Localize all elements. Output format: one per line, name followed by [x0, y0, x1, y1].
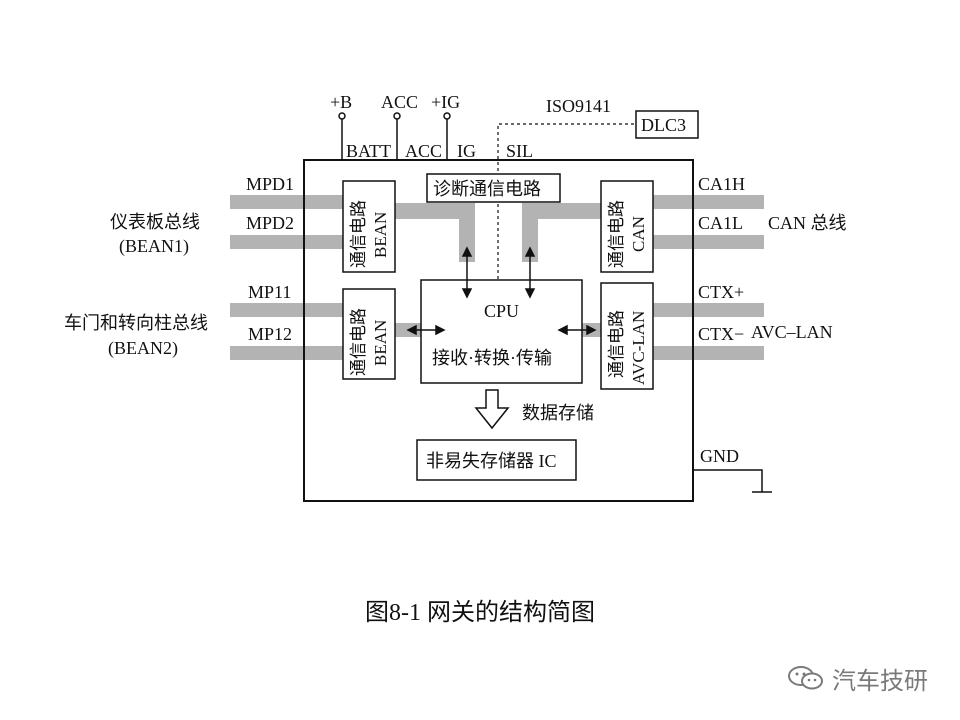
nvm-ic-box: [416, 439, 577, 481]
label-bean2-cn: 车门和转向柱总线: [64, 313, 208, 333]
bus-band-ca1h: [636, 195, 764, 209]
label-can-bus: CAN 总线: [768, 213, 847, 233]
comm-right-bottom-en: AVC-LAN: [629, 311, 648, 385]
iso-dashed-line: [497, 123, 636, 279]
data-storage-arrow-icon: [474, 389, 510, 430]
label-ctx-minus: CTX−: [698, 324, 744, 344]
ground-icon: [693, 469, 772, 493]
label-mpd2: MPD2: [246, 213, 294, 233]
label-bean1-cn: 仪表板总线: [110, 212, 200, 232]
figure-caption: 图8-1 网关的结构简图: [365, 600, 595, 626]
label-ctx-plus: CTX+: [698, 282, 744, 302]
label-bean1-en: (BEAN1): [119, 236, 189, 257]
bus-band-ctxp: [636, 303, 764, 317]
bus-band-ca1l: [636, 235, 764, 249]
label-iso9141: ISO9141: [546, 96, 611, 116]
label-plus-ig: +IG: [431, 92, 460, 112]
watermark-text: 汽车技研: [832, 666, 928, 695]
comm-left-top-cn: 通信电路: [349, 200, 368, 268]
comm-circuit-left-bottom: [342, 288, 396, 380]
label-bean2-en: (BEAN2): [108, 338, 178, 359]
wechat-icon: [788, 666, 823, 690]
label-gnd: GND: [700, 446, 739, 466]
label-avc-lan: AVC–LAN: [751, 322, 833, 342]
label-mp11: MP11: [248, 282, 291, 302]
bus-band-mpd2: [230, 235, 343, 249]
comm-left-bottom-cn: 通信电路: [349, 308, 368, 376]
comm-left-bottom-en: BEAN: [371, 320, 390, 366]
comm-circuit-right-top: [600, 180, 654, 273]
comm-circuit-right-bottom: [600, 282, 654, 390]
label-acc-top: ACC: [381, 92, 418, 112]
comm-left-top-en: BEAN: [371, 212, 390, 258]
label-acc-inner: ACC: [405, 141, 442, 161]
nvm-ic-label: 非易失存储器 IC: [426, 451, 557, 471]
label-mp12: MP12: [248, 324, 292, 344]
dlc3-label: DLC3: [641, 115, 686, 135]
dlc3-box: [635, 110, 699, 139]
power-terminals: [338, 112, 451, 160]
label-plus-b: +B: [330, 92, 352, 112]
bus-band-ctxm: [636, 346, 764, 360]
comm-right-top-en: CAN: [629, 216, 648, 252]
gateway-frame: [303, 159, 694, 502]
diagnosis-circuit-box: [426, 173, 561, 203]
terminal-ig-icon: [443, 112, 451, 120]
bus-band-mp12: [230, 346, 343, 360]
terminal-acc-icon: [393, 112, 401, 120]
label-sil: SIL: [506, 141, 533, 161]
bus-band-mpd1: [230, 195, 343, 209]
path-left-top: [395, 203, 475, 262]
label-mpd1: MPD1: [246, 174, 294, 194]
terminal-b-icon: [338, 112, 346, 120]
label-ca1l: CA1L: [698, 213, 743, 233]
bus-bands: [230, 195, 764, 360]
data-storage-label: 数据存储: [522, 403, 594, 423]
label-ca1h: CA1H: [698, 174, 745, 194]
cpu-title: CPU: [484, 301, 519, 321]
watermark: 汽车技研: [786, 660, 928, 696]
path-right-top: [522, 203, 601, 262]
bus-band-mp11: [230, 303, 343, 317]
diagnosis-circuit-label: 诊断通信电路: [433, 179, 541, 199]
label-batt: BATT: [346, 141, 391, 161]
comm-right-top-cn: 通信电路: [607, 200, 626, 268]
cpu-box: [420, 279, 583, 384]
gateway-diagram: +B ACC +IG BATT ACC IG SIL ISO9141 DLC3 …: [64, 92, 847, 502]
cpu-arrows: [406, 246, 597, 336]
comm-circuit-left-top: [342, 180, 396, 273]
comm-right-bottom-cn: 通信电路: [607, 310, 626, 378]
cpu-subtitle: 接收·转换·传输: [432, 348, 552, 368]
label-ig-inner: IG: [457, 141, 476, 161]
